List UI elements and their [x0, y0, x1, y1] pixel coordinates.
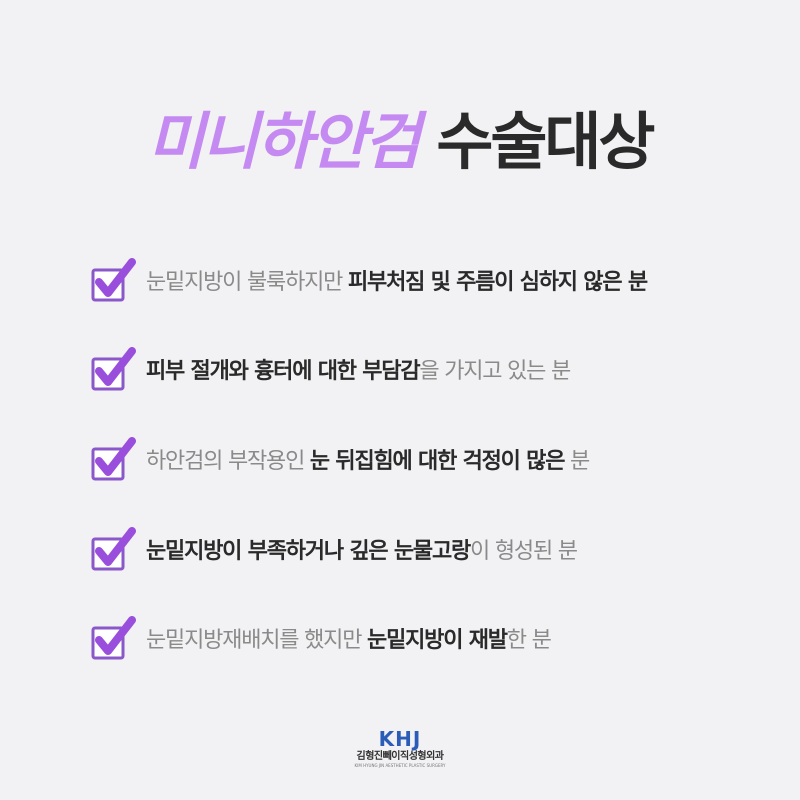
logo-name: 김형진뻬이직성형외과 — [356, 751, 445, 762]
list-item: 피부 절개와 흉터에 대한 부담감을 가지고 있는 분 — [90, 347, 571, 391]
checkbox-checked-icon — [91, 437, 136, 481]
list-item: 하안검의 부작용인 눈 뒤집힘에 대한 걱정이 많은 분 — [90, 437, 590, 481]
item-text: 눈밑지방이 부족하거나 깊은 눈물고랑이 형성된 분 — [146, 539, 578, 564]
clinic-logo: KHJ 김형진뻬이직성형외과 KIM HYUNG JIN AESTHETIC P… — [0, 728, 800, 769]
list-item: 눈밑지방재배치를 했지만 눈밑지방이 재발한 분 — [90, 616, 552, 660]
item-text: 눈밑지방이 불룩하지만 피부처짐 및 주름이 심하지 않은 분 — [146, 270, 648, 295]
item-text: 눈밑지방재배치를 했지만 눈밑지방이 재발한 분 — [146, 628, 552, 653]
list-item: 눈밑지방이 부족하거나 깊은 눈물고랑이 형성된 분 — [90, 527, 578, 571]
item-text: 피부 절개와 흉터에 대한 부담감을 가지고 있는 분 — [146, 359, 571, 384]
checkbox-checked-icon — [91, 527, 136, 571]
item-text: 하안검의 부작용인 눈 뒤집힘에 대한 걱정이 많은 분 — [146, 449, 590, 474]
checkbox-checked-icon — [91, 616, 136, 660]
checkbox-checked-icon — [91, 258, 136, 302]
logo-mark: KHJ — [378, 727, 422, 751]
list-item: 눈밑지방이 불룩하지만 피부처짐 및 주름이 심하지 않은 분 — [90, 258, 648, 302]
page-title: 미니하안검 수술대상 — [0, 102, 800, 182]
checkbox-checked-icon — [91, 347, 136, 391]
title-rest: 수술대상 — [436, 105, 655, 178]
title-accent: 미니하안검 — [147, 105, 421, 178]
logo-subtitle: KIM HYUNG JIN AESTHETIC PLASTIC SURGERY — [354, 763, 446, 768]
